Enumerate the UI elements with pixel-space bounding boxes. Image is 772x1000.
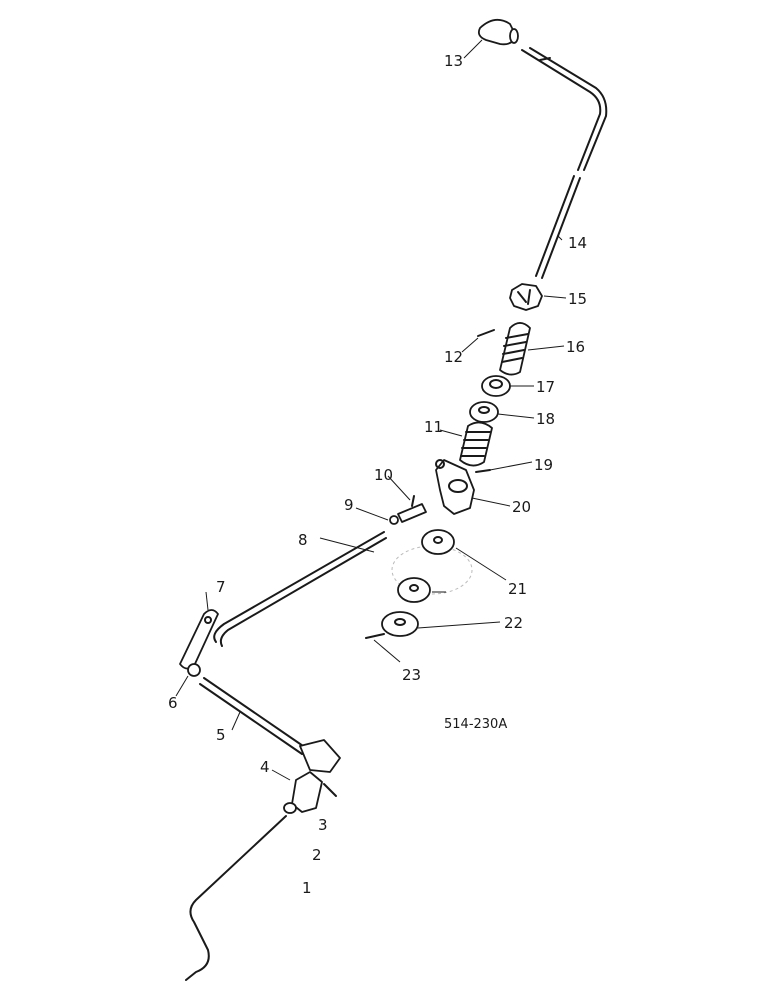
part-10-clevis <box>397 495 427 523</box>
callout-3: 3 <box>318 816 328 834</box>
part-22-disc <box>381 611 419 637</box>
callout-2: 2 <box>312 846 322 864</box>
part-7-arm <box>179 609 219 670</box>
callout-8: 8 <box>298 531 308 549</box>
callout-15: 15 <box>568 290 587 308</box>
part-21-discs <box>397 529 455 603</box>
part-3-washer <box>283 802 297 814</box>
callout-20: 20 <box>512 498 531 516</box>
callouts: 1 2 3 4 5 6 7 8 9 10 11 12 13 14 15 16 1… <box>168 52 587 897</box>
part-23-pin <box>365 633 385 639</box>
callout-16: 16 <box>566 338 585 356</box>
part-13-knob <box>477 18 519 46</box>
callout-13: 13 <box>444 52 463 70</box>
callout-14: 14 <box>568 234 587 252</box>
callout-19: 19 <box>534 456 553 474</box>
drawing-code: 514-230A <box>444 717 507 732</box>
part-pin <box>323 783 337 797</box>
callout-21: 21 <box>508 580 527 598</box>
callout-5: 5 <box>216 726 226 744</box>
callout-7: 7 <box>216 578 226 596</box>
part-18-washer <box>469 401 499 423</box>
callout-18: 18 <box>536 410 555 428</box>
part-16-spring <box>499 322 531 376</box>
part-9-clip <box>389 515 399 525</box>
part-6-washer <box>187 663 201 677</box>
leader-lines <box>175 39 567 781</box>
callout-6: 6 <box>168 694 178 712</box>
part-8-rod <box>213 531 387 647</box>
callout-9: 9 <box>344 496 354 514</box>
part-1-rod <box>185 815 287 981</box>
callout-12: 12 <box>444 348 463 366</box>
callout-23: 23 <box>402 666 421 684</box>
part-19-pin <box>475 469 491 473</box>
callout-1: 1 <box>302 879 312 897</box>
part-11-spring <box>459 421 493 467</box>
part-12-pin <box>477 329 495 337</box>
part-5-shaft <box>199 677 341 773</box>
callout-4: 4 <box>260 758 270 776</box>
callout-11: 11 <box>424 418 443 436</box>
callout-10: 10 <box>374 466 393 484</box>
part-17-collar <box>481 375 511 397</box>
callout-22: 22 <box>504 614 523 632</box>
callout-17: 17 <box>536 378 555 396</box>
part-15-nut <box>509 283 543 311</box>
part-20-bracket <box>435 459 475 515</box>
part-lever-upper-rod <box>521 47 608 171</box>
part-14-lever-rod <box>535 175 581 279</box>
